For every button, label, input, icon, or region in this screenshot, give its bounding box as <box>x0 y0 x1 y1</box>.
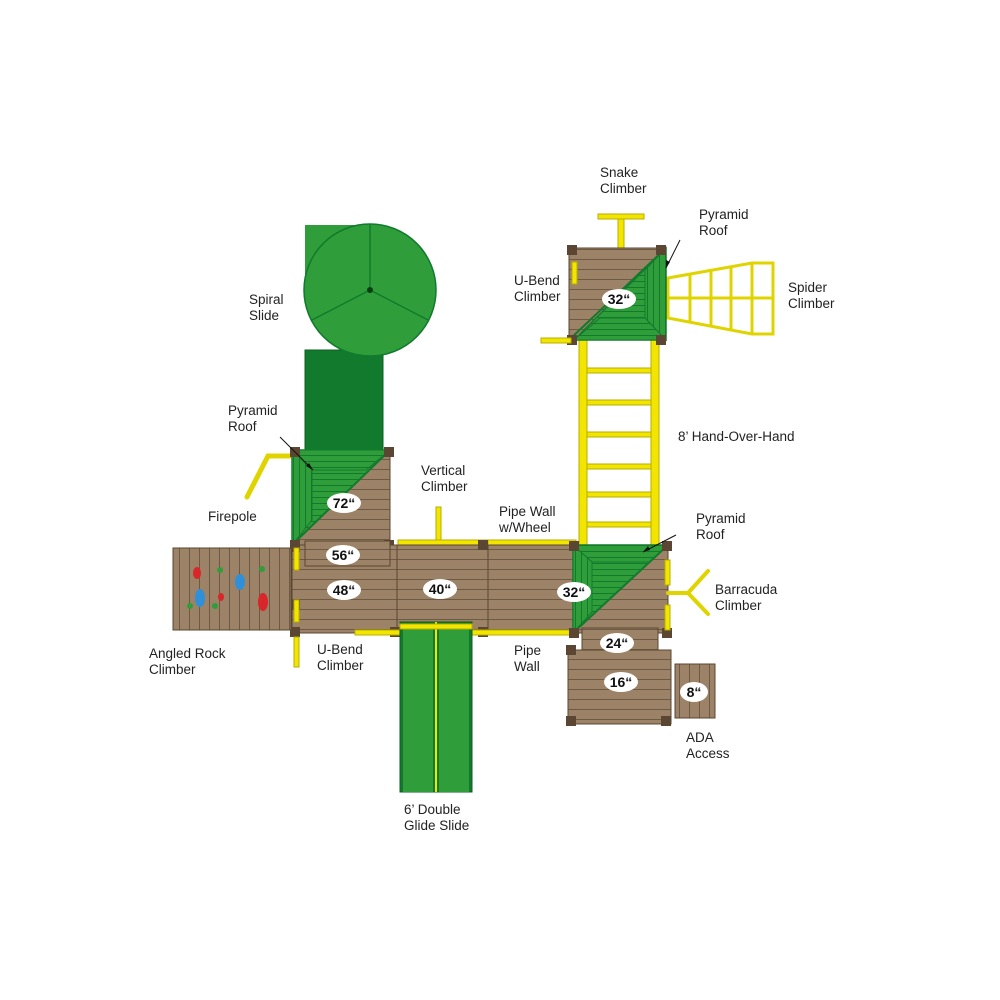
svg-text:16“: 16“ <box>610 674 633 690</box>
pyramid-roof-right-arrow <box>643 546 650 552</box>
u-bend-climber-bottom <box>293 547 300 668</box>
spider-climber <box>666 261 775 336</box>
height-badge-top-tower: 32“ <box>602 289 636 309</box>
height-badges: 32“ 72“ 56“ 48“ 40“ 32“ 24“ 16“ 8“ <box>326 289 708 702</box>
height-badge-lower-deck: 16“ <box>604 672 638 692</box>
firepole <box>244 453 295 500</box>
height-badge-left-tower: 72“ <box>327 493 361 513</box>
spiral-slide <box>303 223 437 454</box>
svg-text:32“: 32“ <box>563 584 586 600</box>
barracuda-climber <box>666 569 710 616</box>
svg-text:72“: 72“ <box>333 495 356 511</box>
vertical-climber <box>397 506 489 547</box>
angled-rock-climber <box>172 547 292 631</box>
right-side-poles <box>664 559 671 631</box>
height-badge-ada-step: 8“ <box>680 682 708 702</box>
svg-text:32“: 32“ <box>608 291 631 307</box>
pyramid-roof-top-arrow <box>666 260 670 268</box>
double-glide-slide <box>399 621 473 793</box>
height-badge-left-deck: 48“ <box>327 580 361 600</box>
svg-text:8“: 8“ <box>687 684 702 700</box>
label-hand-over-hand: 8’ Hand-Over-Hand <box>678 429 795 444</box>
pyramid-roof-left-arrow <box>306 463 313 470</box>
svg-text:48“: 48“ <box>333 582 356 598</box>
height-badge-right-tower: 32“ <box>557 582 591 602</box>
u-bend-climber-top <box>540 261 578 344</box>
svg-text:56“: 56“ <box>332 547 355 563</box>
height-badge-center-deck: 40“ <box>423 579 457 599</box>
height-badge-left-step: 56“ <box>326 545 360 565</box>
top-tower <box>567 245 668 345</box>
svg-text:40“: 40“ <box>429 581 452 597</box>
hand-over-hand-ladder <box>578 337 660 553</box>
svg-text:24“: 24“ <box>606 635 629 651</box>
height-badge-right-step: 24“ <box>600 633 634 653</box>
label-firepole: Firepole <box>208 509 257 524</box>
